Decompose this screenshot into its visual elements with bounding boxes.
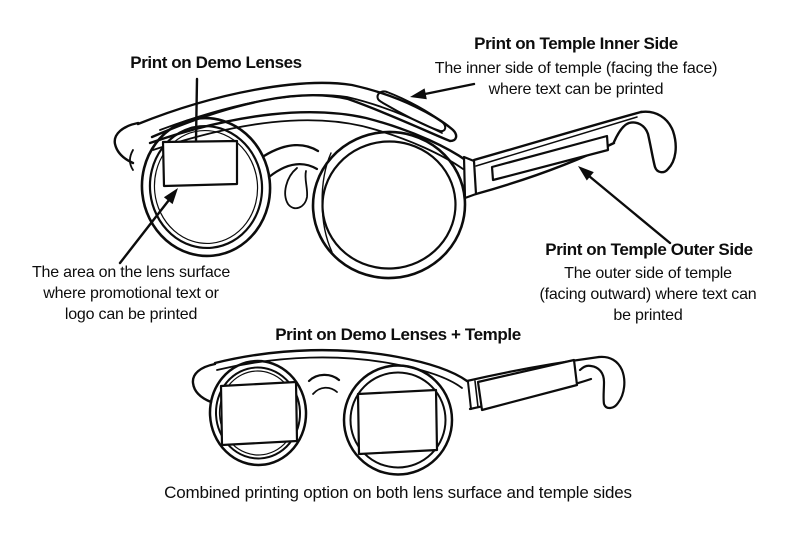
combo-left-lens-mid-rim [214, 366, 302, 460]
temple-inner-title: Print on Temple Inner Side [474, 34, 678, 53]
left-lens-outer-rim [140, 116, 272, 258]
temple-outer-title: Print on Temple Outer Side [545, 240, 753, 259]
temple-top-edge [472, 110, 643, 162]
temple-inner-arrow [410, 82, 476, 100]
lens-area-arrow [118, 188, 178, 265]
right-lens-nose-edge [321, 152, 333, 253]
top-glasses-drawing [113, 81, 677, 280]
temple-top-face-line [475, 116, 638, 167]
combo-right-lens-print-rect [356, 388, 439, 456]
combo-temple-print-rect [476, 358, 579, 412]
annotation-arrows [118, 77, 672, 265]
temple-outer-desc-line-2: (facing outward) where text can [539, 286, 757, 303]
temple-inner-arrowhead-icon [410, 88, 427, 100]
combo-temple-top-edge [465, 355, 601, 383]
right-lens-mid-rim [321, 140, 457, 270]
combo-right-lens-outer-rim [342, 364, 454, 476]
lens-area-description: The area on the lens surface where promo… [32, 262, 230, 325]
lens-print-area-rect [161, 139, 239, 188]
bottom-glasses-drawing [191, 348, 626, 476]
combined-caption: Combined printing option on both lens su… [164, 483, 632, 502]
lens-area-arrowhead-icon [163, 188, 178, 205]
lens-area-desc-line-3: logo can be printed [64, 306, 198, 323]
temple-inner-side-slot [376, 90, 447, 133]
combo-brow-bar-line [213, 348, 469, 383]
combo-bridge-top-arc [307, 373, 341, 383]
temple-print-area-rect [490, 134, 610, 182]
left-lens-mid-rim [148, 124, 264, 250]
combo-left-endpiece [191, 362, 217, 404]
temple-outer-desc-line-1: The outer side of temple [564, 265, 732, 282]
temple-inner-description: The inner side of temple (facing the fac… [434, 58, 718, 100]
temple-ear-hook [612, 110, 677, 174]
lens-area-desc-line-2: where promotional text or [43, 285, 219, 302]
left-endpiece-notch [129, 149, 134, 171]
brow-bar-line-2 [152, 119, 464, 170]
temple-inner-desc-line-2: where text can be printed [488, 81, 664, 98]
left-lens-inner-edge [153, 129, 259, 245]
bridge-lower-arc [267, 163, 319, 179]
temple-inner-desc-line-1: The inner side of temple (facing the fac… [434, 60, 718, 77]
bridge-keyhole-loop [284, 167, 309, 210]
combo-left-lens-print-rect [219, 380, 299, 447]
lens-area-desc-line-1: The area on the lens surface [31, 264, 231, 281]
combo-right-lens-mid-rim [349, 371, 447, 469]
brow-bar-line [148, 111, 469, 163]
temple-outer-arrow [578, 166, 672, 245]
temple-outer-description: The outer side of temple (facing outward… [539, 263, 756, 326]
right-endpiece [462, 155, 478, 200]
demo-lenses-label: Print on Demo Lenses [130, 53, 302, 72]
combined-title: Print on Demo Lenses + Temple [275, 325, 521, 344]
temple-outer-desc-line-3: be printed [613, 307, 683, 324]
left-endpiece [113, 121, 140, 165]
combo-hinge-line-2 [474, 380, 479, 408]
combo-hinge-line [467, 381, 472, 410]
combo-temple-ear-hook [578, 355, 626, 410]
combo-left-lens-outer-rim [208, 359, 308, 467]
demo-lenses-pointer-line [194, 77, 199, 143]
right-lens-outer-rim [311, 130, 467, 280]
combo-bridge-lower-arc [312, 386, 338, 395]
bridge-top-arc [262, 144, 320, 158]
temple-outer-arrowhead-icon [578, 166, 594, 181]
